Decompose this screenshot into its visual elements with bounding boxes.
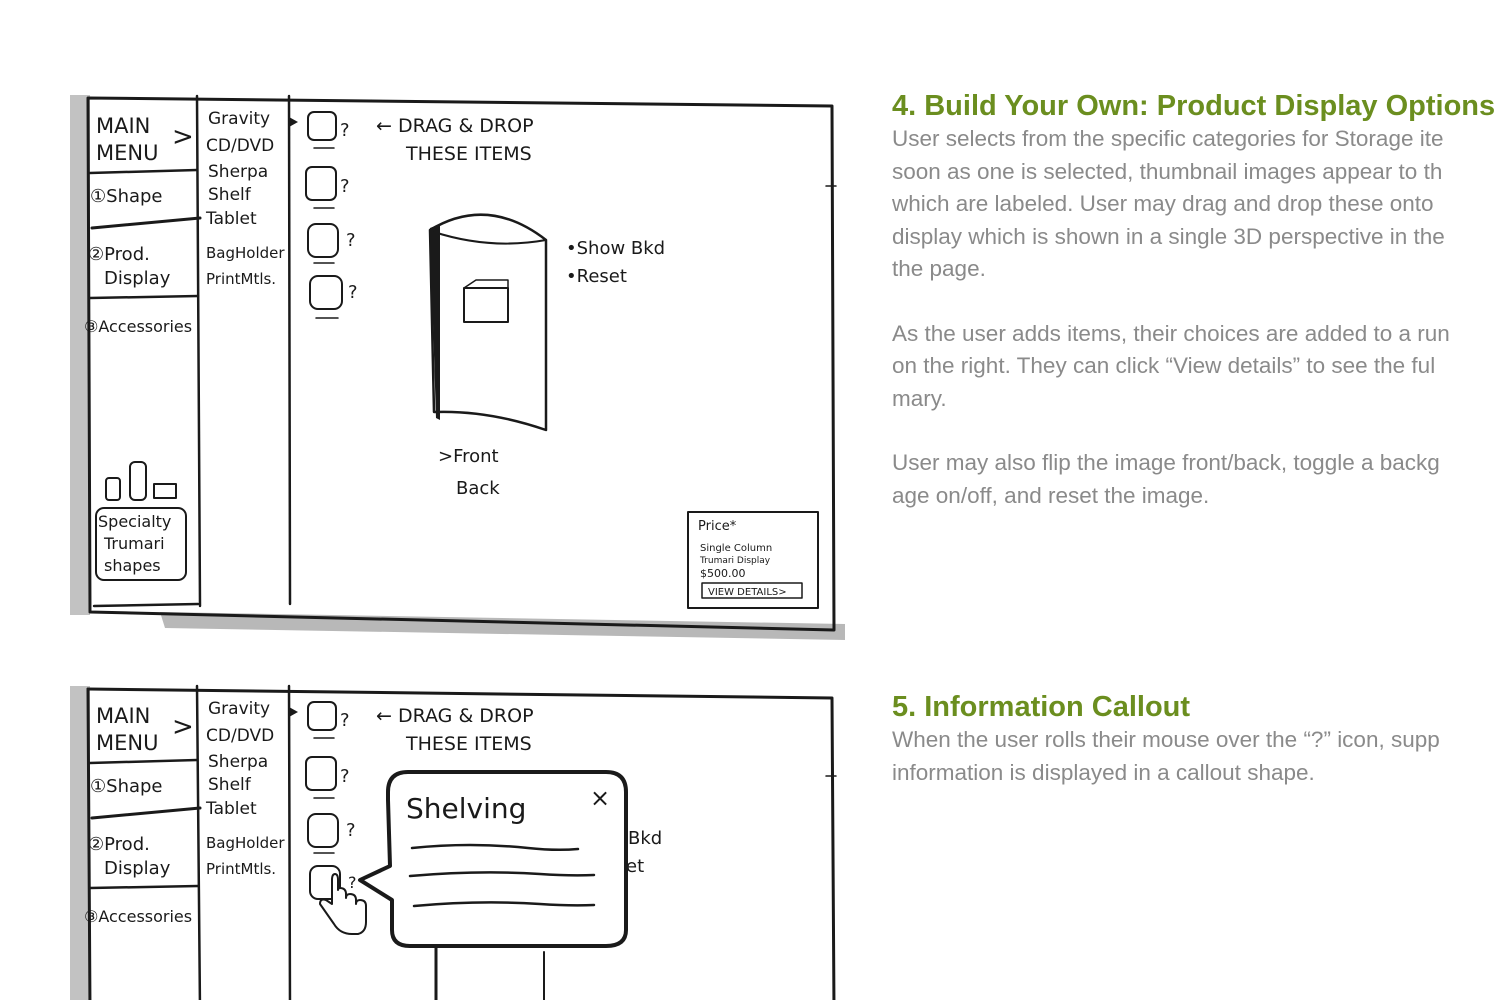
section-5-line: When the user rolls their mouse over the… (892, 727, 1440, 752)
price-item-line-2: Trumari Display (699, 556, 771, 566)
section-4-line: which are labeled. User may drag and dro… (892, 191, 1434, 216)
main-menu-label-1: MAIN (96, 704, 150, 728)
price-summary-box: Price* Single Column Trumari Display $50… (687, 511, 819, 609)
show-bkd-toggle[interactable]: •Show Bkd (566, 238, 665, 259)
reset-button[interactable]: •Reset (566, 266, 627, 287)
specialty-shapes-box[interactable] (95, 507, 187, 581)
price-amount: $500.00 (700, 567, 746, 580)
main-menu-chevron[interactable]: > (172, 712, 194, 742)
category-shelf[interactable]: Shelf (208, 185, 252, 205)
thumbnail-item[interactable] (307, 813, 339, 848)
hand-pointer-icon (319, 873, 367, 935)
help-question-icon[interactable]: ? (340, 766, 350, 787)
step-accessories[interactable]: ③Accessories (84, 317, 192, 336)
category-cd-dvd[interactable]: CD/DVD (206, 726, 274, 746)
main-menu-label-1: MAIN (96, 114, 150, 138)
thumbnail-item[interactable] (305, 756, 337, 791)
help-question-icon[interactable]: ? (346, 230, 356, 251)
thumbnail-item[interactable] (307, 701, 337, 731)
front-view-option[interactable]: >Front (438, 446, 499, 467)
category-bagholder[interactable]: BagHolder (206, 834, 285, 852)
section-4-line: User selects from the specific categorie… (892, 126, 1444, 151)
callout-title: Shelving (406, 792, 526, 825)
sketch-frame (86, 96, 836, 632)
help-question-icon[interactable]: ? (340, 120, 350, 141)
specialty-label-3: shapes (104, 556, 161, 575)
specialty-label-2: Trumari (103, 534, 165, 553)
category-shelf[interactable]: Shelf (208, 775, 252, 795)
thumbnail-item[interactable] (307, 223, 339, 258)
price-title: Price* (698, 519, 737, 534)
category-printmtls[interactable]: PrintMtls. (206, 270, 276, 288)
category-gravity[interactable]: Gravity (208, 699, 270, 719)
step-prod-display-1[interactable]: ②Prod. (88, 244, 150, 265)
show-bkd-toggle-partial[interactable]: Bkd (628, 828, 662, 849)
view-details-label: VIEW DETAILS> (708, 587, 787, 598)
info-callout: Shelving × (358, 770, 628, 948)
drag-drop-hint-2: THESE ITEMS (405, 143, 532, 165)
display-3d-preview[interactable] (428, 213, 548, 432)
section-4-line: on the right. They can click “View detai… (892, 353, 1436, 378)
category-tablet[interactable]: Tablet (205, 209, 257, 229)
step-prod-display-2[interactable]: Display (104, 858, 171, 879)
thumbnail-item[interactable] (309, 275, 343, 310)
section-5-notes: 5. Information Callout When the user rol… (892, 690, 1500, 789)
step-accessories[interactable]: ③Accessories (84, 907, 192, 926)
close-icon[interactable]: × (590, 784, 610, 812)
section-4-notes: 4. Build Your Own: Product Display Optio… (892, 89, 1500, 512)
step-shape[interactable]: ①Shape (90, 186, 163, 207)
category-sherpa[interactable]: Sherpa (208, 752, 268, 772)
specialty-label-1: Specialty (98, 512, 171, 531)
step-prod-display-1[interactable]: ②Prod. (88, 834, 150, 855)
category-sherpa[interactable]: Sherpa (208, 162, 268, 182)
category-gravity[interactable]: Gravity (208, 109, 270, 129)
price-item-line-1: Single Column (700, 543, 772, 554)
section-4-line: age on/off, and reset the image. (892, 482, 1210, 508)
thumbnail-item[interactable] (305, 166, 337, 201)
help-question-icon[interactable]: ? (348, 282, 358, 303)
section-4-line: display which is shown in a single 3D pe… (892, 223, 1445, 249)
view-details-button[interactable] (701, 582, 803, 599)
thumbnail-item[interactable] (307, 111, 337, 141)
category-list: Gravity CD/DVD Sherpa Shelf Tablet BagHo… (205, 699, 285, 878)
category-list: Gravity CD/DVD Sherpa Shelf Tablet BagHo… (205, 109, 285, 288)
main-menu-chevron[interactable]: > (172, 122, 194, 152)
thumbnail-list: ? ? ? ? (305, 111, 358, 319)
thumbnail-list: ? ? ? ? (305, 701, 357, 900)
step-shape[interactable]: ①Shape (90, 776, 163, 797)
wireframe-sketch-1: MAIN MENU > ①Shape ②Prod. Display ③Acces… (70, 94, 845, 640)
section-4-line: User may also flip the image front/back,… (892, 450, 1440, 475)
section-4-line: mary. (892, 385, 947, 411)
section-4-title: 4. Build Your Own: Product Display Optio… (892, 90, 1496, 122)
category-cd-dvd[interactable]: CD/DVD (206, 136, 274, 156)
help-question-icon[interactable]: ? (348, 873, 357, 892)
category-printmtls[interactable]: PrintMtls. (206, 860, 276, 878)
main-menu-label-2: MENU (96, 141, 158, 165)
drag-drop-hint-1: ← DRAG & DROP (376, 705, 534, 727)
wireframe-sketch-2: MAIN MENU > ①Shape ②Prod. Display ③Acces… (70, 684, 837, 1000)
sketch-shadow-left (70, 95, 90, 615)
back-view-option[interactable]: Back (456, 478, 500, 499)
main-menu-label-2: MENU (96, 731, 158, 755)
help-question-icon[interactable]: ? (340, 176, 350, 197)
reset-button-partial[interactable]: et (626, 856, 644, 877)
help-question-icon[interactable]: ? (340, 710, 350, 731)
section-5-title: 5. Information Callout (892, 691, 1191, 723)
section-4-line: the page. (892, 256, 986, 281)
drag-drop-hint-2: THESE ITEMS (405, 733, 532, 755)
section-4-line: soon as one is selected, thumbnail image… (892, 158, 1443, 184)
section-4-line: As the user adds items, their choices ar… (892, 320, 1450, 346)
category-tablet[interactable]: Tablet (205, 799, 257, 819)
step-prod-display-2[interactable]: Display (104, 268, 171, 289)
help-question-icon[interactable]: ? (346, 820, 356, 841)
section-5-line: information is displayed in a callout sh… (892, 759, 1315, 785)
drag-drop-hint-1: ← DRAG & DROP (376, 115, 534, 137)
category-bagholder[interactable]: BagHolder (206, 244, 285, 262)
